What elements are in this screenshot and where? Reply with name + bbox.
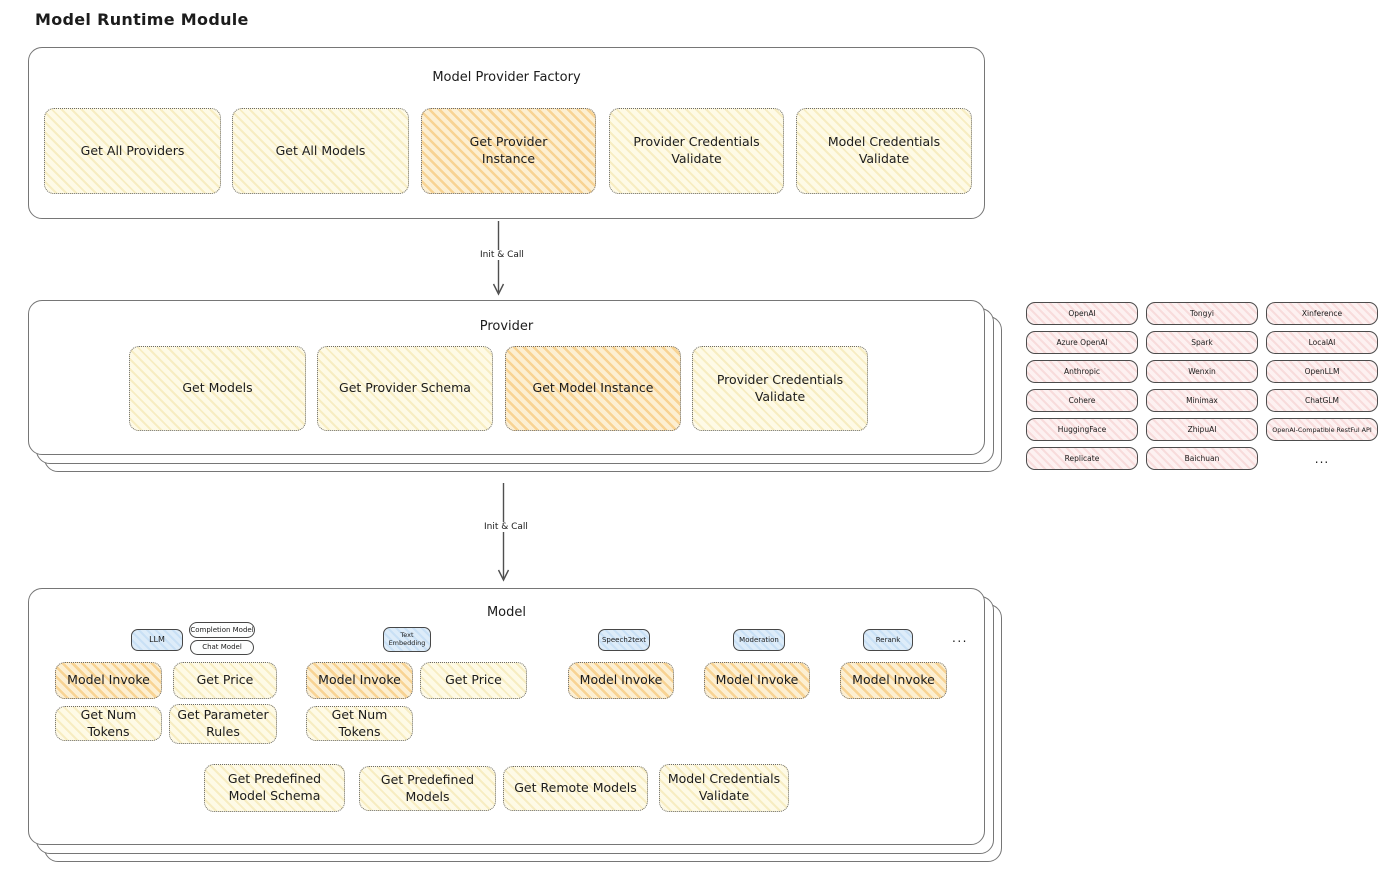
model-tab-text-embedding: Text Embedding bbox=[383, 627, 431, 652]
provider-node-get-provider-schema: Get Provider Schema bbox=[317, 346, 493, 431]
model-node-get-price-llm: Get Price bbox=[173, 662, 277, 699]
model-node-get-predefined-model-schema: Get Predefined Model Schema bbox=[204, 764, 345, 812]
provider-pill-wenxin: Wenxin bbox=[1146, 360, 1258, 383]
provider-node-get-models: Get Models bbox=[129, 346, 306, 431]
provider-pill-openllm: OpenLLM bbox=[1266, 360, 1378, 383]
model-tab-moderation: Moderation bbox=[733, 629, 785, 651]
model-node-get-predefined-models: Get Predefined Models bbox=[359, 766, 496, 811]
provider-pill-baichuan: Baichuan bbox=[1146, 447, 1258, 470]
provider-pill-anthropic: Anthropic bbox=[1026, 360, 1138, 383]
init-call-label-1: Init & Call bbox=[477, 250, 527, 260]
provider-pill-openai: OpenAI bbox=[1026, 302, 1138, 325]
model-provider-factory-panel: Model Provider Factory Get All Providers… bbox=[28, 47, 985, 219]
model-node-model-invoke-speech2text: Model Invoke bbox=[568, 662, 674, 699]
model-title: Model bbox=[486, 605, 527, 620]
model-node-model-invoke-moderation: Model Invoke bbox=[704, 662, 810, 699]
provider-pill-minimax: Minimax bbox=[1146, 389, 1258, 412]
model-panel: Model LLM Completion Model Chat Model Te… bbox=[28, 588, 985, 845]
provider-pill-localai: LocalAI bbox=[1266, 331, 1378, 354]
factory-node-provider-credentials-validate: Provider Credentials Validate bbox=[609, 108, 784, 194]
factory-node-get-all-models: Get All Models bbox=[232, 108, 409, 194]
model-node-get-num-tokens-text-embedding: Get Num Tokens bbox=[306, 706, 413, 741]
provider-pill-tongyi: Tongyi bbox=[1146, 302, 1258, 325]
provider-pill-xinference: Xinference bbox=[1266, 302, 1378, 325]
provider-pill-chatglm: ChatGLM bbox=[1266, 389, 1378, 412]
provider-node-provider-credentials-validate: Provider Credentials Validate bbox=[692, 346, 868, 431]
model-node-model-invoke-rerank: Model Invoke bbox=[840, 662, 947, 699]
provider-pill-zhipuai: ZhipuAI bbox=[1146, 418, 1258, 441]
provider-pill-spark: Spark bbox=[1146, 331, 1258, 354]
provider-panel: Provider Get Models Get Provider Schema … bbox=[28, 300, 985, 455]
provider-pill-huggingface: HuggingFace bbox=[1026, 418, 1138, 441]
model-node-get-price-text-embedding: Get Price bbox=[420, 662, 527, 699]
provider-pill-cohere: Cohere bbox=[1026, 389, 1138, 412]
model-node-model-credentials-validate: Model Credentials Validate bbox=[659, 764, 789, 812]
provider-pill-replicate: Replicate bbox=[1026, 447, 1138, 470]
model-tab-chat-model: Chat Model bbox=[190, 640, 254, 655]
model-tab-speech2text: Speech2text bbox=[598, 629, 650, 651]
model-node-get-num-tokens-llm: Get Num Tokens bbox=[55, 706, 162, 741]
model-provider-factory-title: Model Provider Factory bbox=[432, 70, 581, 85]
provider-pill-azure-openai: Azure OpenAI bbox=[1026, 331, 1138, 354]
init-call-arrow-2 bbox=[497, 483, 510, 582]
model-node-model-invoke-llm: Model Invoke bbox=[55, 662, 162, 699]
providers-more-ellipsis: ... bbox=[1314, 451, 1330, 466]
model-tab-rerank: Rerank bbox=[863, 629, 913, 651]
provider-node-get-model-instance: Get Model Instance bbox=[505, 346, 681, 431]
page-title: Model Runtime Module bbox=[35, 10, 249, 29]
model-tabs-more-ellipsis: ... bbox=[952, 631, 968, 645]
providers-grid: OpenAI Tongyi Xinference Azure OpenAI Sp… bbox=[1026, 302, 1378, 470]
model-node-get-remote-models: Get Remote Models bbox=[503, 766, 648, 811]
provider-pill-openai-compatible-restful-api: OpenAI-Compatible RestFul API bbox=[1266, 418, 1378, 441]
init-call-label-2: Init & Call bbox=[481, 522, 531, 532]
model-tab-llm: LLM bbox=[131, 629, 183, 651]
model-node-get-parameter-rules: Get Parameter Rules bbox=[169, 704, 277, 744]
factory-node-get-all-providers: Get All Providers bbox=[44, 108, 221, 194]
model-node-model-invoke-text-embedding: Model Invoke bbox=[306, 662, 413, 699]
model-tab-completion-model: Completion Model bbox=[189, 622, 255, 638]
factory-node-model-credentials-validate: Model Credentials Validate bbox=[796, 108, 972, 194]
provider-title: Provider bbox=[479, 319, 534, 334]
factory-node-get-provider-instance: Get Provider Instance bbox=[421, 108, 596, 194]
